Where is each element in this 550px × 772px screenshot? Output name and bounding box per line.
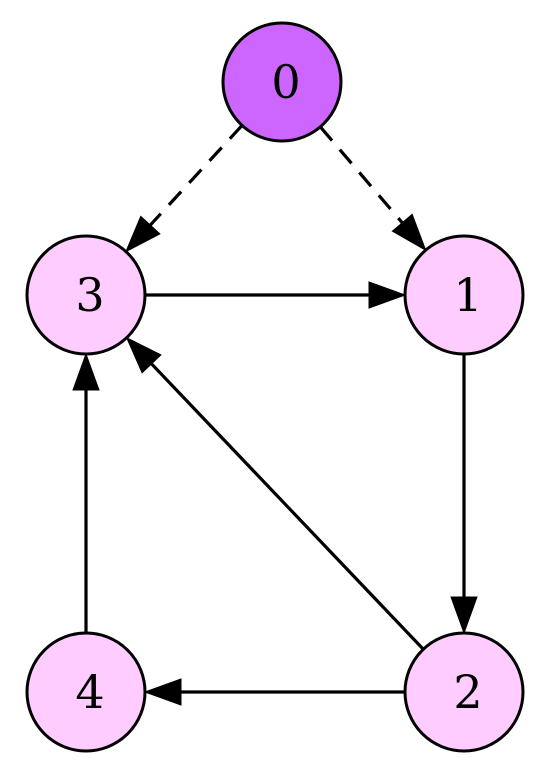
arrowhead-icon [125,336,162,374]
node-circle [403,234,525,356]
node-circle [25,234,147,356]
edge-line [319,125,404,224]
arrowhead-icon [143,678,182,706]
node-1: 1 [403,234,525,356]
edge-line [150,362,425,651]
node-circle [25,631,147,753]
edges-layer [72,124,478,706]
node-2: 2 [403,631,525,753]
node-label: 4 [75,665,104,719]
edge-line [149,124,244,227]
arrowhead-icon [450,596,478,635]
node-circle [221,21,343,143]
edge-0-to-1 [319,125,427,252]
node-label: 1 [453,268,482,322]
nodes-layer: 0 1 2 3 4 [25,21,525,753]
edge-3-to-1 [145,281,407,309]
node-4: 4 [25,631,147,753]
arrowhead-icon [124,215,161,253]
arrowhead-icon [391,213,427,252]
node-label: 0 [271,55,300,109]
arrowhead-icon [72,352,100,391]
edge-0-to-3 [124,124,244,253]
node-label: 3 [75,268,104,322]
edge-1-to-2 [450,354,478,635]
edge-2-to-3 [125,336,425,651]
node-0: 0 [221,21,343,143]
edge-2-to-4 [143,678,405,706]
node-circle [403,631,525,753]
edge-4-to-3 [72,352,100,633]
node-3: 3 [25,234,147,356]
arrowhead-icon [368,281,407,309]
node-label: 2 [453,665,482,719]
